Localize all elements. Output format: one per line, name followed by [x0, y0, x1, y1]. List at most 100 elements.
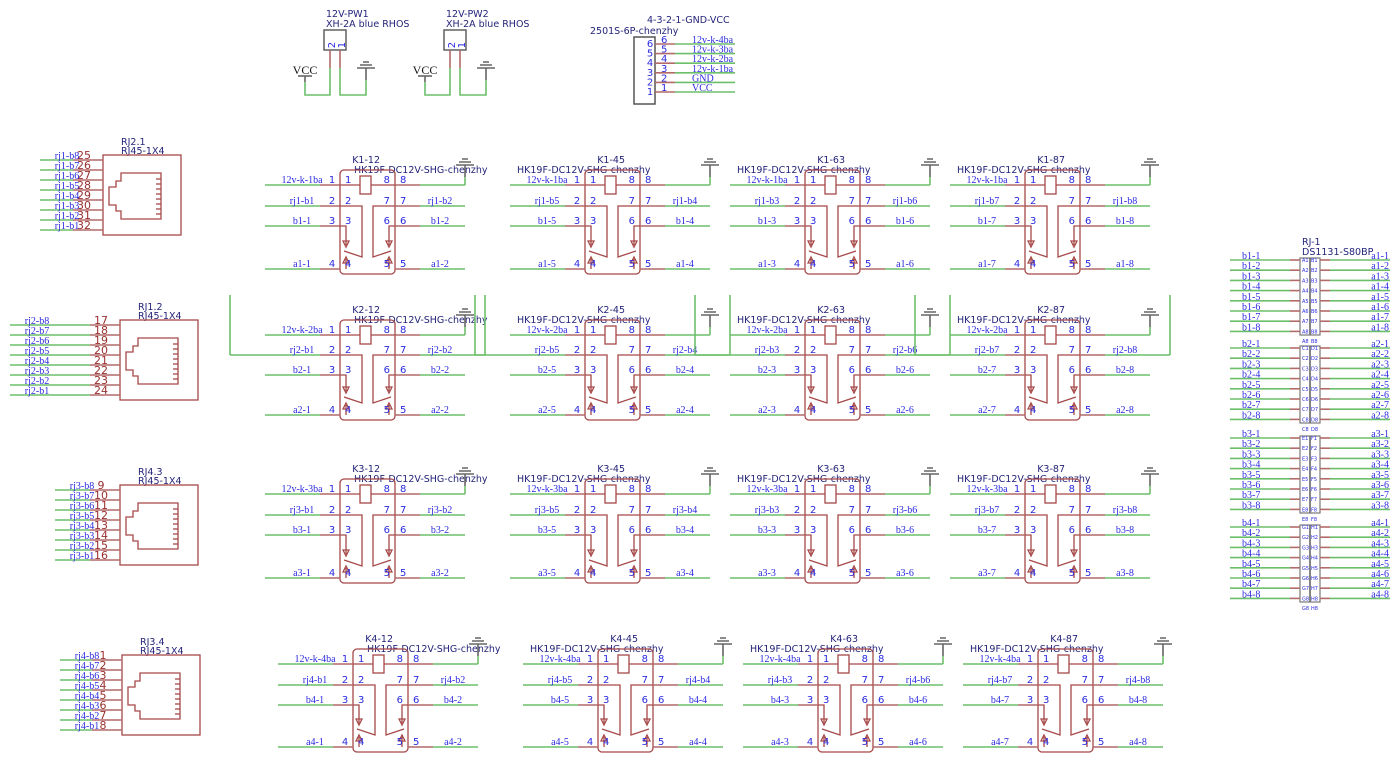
pin-number: E4	[1302, 467, 1308, 473]
contact-arrow-icon	[642, 733, 652, 742]
switch-arm	[837, 514, 860, 567]
contact-arrow-icon	[642, 718, 652, 727]
net-label: a1-1	[293, 259, 311, 270]
pin-number: 5	[1069, 405, 1075, 416]
switch-arm	[372, 514, 395, 567]
relay-part: HK19F-DC12V-SHG-chenzhy	[737, 474, 871, 485]
net-label: rj4-b8	[75, 651, 99, 662]
pin-number: 4	[810, 568, 816, 579]
net-label: 12v-k-4ba	[759, 654, 801, 665]
net-label: 12v-k-3ba	[692, 45, 734, 56]
pin-number: 7	[1069, 505, 1075, 516]
pin-number: 5	[661, 45, 667, 56]
net-label: a3-5	[1371, 470, 1389, 481]
pin-number: 1	[1030, 484, 1036, 495]
pin-number: 5	[645, 568, 651, 579]
relay-part: HK19F-DC12V-SHG-chenzhy	[957, 474, 1091, 485]
pin-number: A5	[1302, 299, 1309, 305]
net-label: rj4-b4	[75, 691, 99, 702]
pin-number: 1	[345, 325, 351, 336]
net-label: rj3-b3	[70, 531, 94, 542]
pin-number: 5	[647, 49, 653, 60]
pin-number: 2	[345, 345, 351, 356]
net-label: 12v-k-1ba	[281, 175, 323, 186]
relay-ref: K2-45	[597, 305, 625, 316]
pin-number: 4	[661, 54, 667, 65]
pin-number: 5	[849, 568, 855, 579]
contact-arrow-icon	[397, 718, 407, 727]
ground-icon	[934, 637, 952, 656]
pin-number: 1	[329, 325, 335, 336]
connector-part: XH-2A blue RHOS	[326, 19, 409, 30]
net-label: a1-8	[1116, 259, 1134, 270]
pin-number: F1	[1311, 436, 1317, 442]
switch-arm	[805, 354, 828, 404]
net-label: a3-1	[1371, 429, 1389, 440]
contact-arrow-icon	[806, 240, 816, 249]
pin-number: 3	[345, 365, 351, 376]
contact-arrow-icon	[384, 549, 394, 558]
nc-contact	[585, 225, 592, 245]
nc-contact	[585, 534, 592, 554]
net-label: b4-3	[1242, 538, 1260, 549]
net-label: b2-4	[676, 365, 694, 376]
ground-bars	[1141, 308, 1159, 316]
pin-number: 7	[645, 505, 651, 516]
rj45-RJ4.3: RJ4.3RJ45-1X49rj3-b810rj3-b711rj3-b612rj…	[55, 467, 199, 566]
net-label: b3-2	[431, 525, 449, 536]
pin-number: 2	[447, 42, 458, 48]
rj45-jack-icon	[125, 502, 179, 550]
pin-number: 1	[345, 484, 351, 495]
contact-arrow-icon	[849, 255, 859, 264]
pin-number: 4	[810, 259, 816, 270]
nc-contact	[805, 225, 812, 245]
relay-coil	[837, 654, 850, 674]
pin-number: 1	[358, 654, 364, 665]
pin-number: 4	[1030, 405, 1036, 416]
net-label: a2-3	[1371, 359, 1389, 370]
pin-number: G8	[1302, 606, 1309, 612]
pin-number: 6	[397, 695, 403, 706]
net-label: a2-6	[1371, 390, 1389, 401]
ground-icon	[1141, 308, 1159, 327]
net-label: a4-3	[1371, 538, 1389, 549]
ground-icon	[701, 308, 719, 327]
net-label: a3-6	[896, 568, 914, 579]
net-label: 12v-k-3ba	[281, 484, 323, 495]
pin-number: 7	[384, 345, 390, 356]
rj45-part: RJ45-1X4	[140, 646, 184, 657]
pin-number: 6	[400, 365, 406, 376]
pin-number: 1	[100, 649, 107, 662]
pin-number: 22	[94, 364, 108, 377]
pin-number: 25	[77, 149, 91, 162]
ground-bars	[921, 467, 939, 475]
switch-arm	[1025, 205, 1048, 258]
net-label: b1-8	[1116, 216, 1134, 227]
net-label: 12v-k-1ba	[692, 64, 734, 75]
pin-number: 5	[865, 259, 871, 270]
net-label: rj4-b6	[906, 675, 930, 686]
pin-number: D7	[1311, 407, 1318, 413]
pin-number: 7	[849, 345, 855, 356]
rj45-body	[102, 154, 182, 236]
nc-contact	[633, 534, 640, 554]
net-label: rj1-b2	[55, 211, 79, 222]
pin-number: 6	[100, 699, 107, 712]
switch-arm	[617, 354, 640, 404]
pin-number: 4	[345, 568, 351, 579]
pin-number: 2	[661, 73, 667, 84]
pin-number: G6	[1302, 576, 1309, 582]
pin-number: 7	[629, 345, 635, 356]
relay-part: HK19F-DC12V-SHG-chenzhy	[354, 474, 488, 485]
ground-bars	[701, 467, 719, 475]
pin-number: 4	[590, 259, 596, 270]
net-label: b1-1	[293, 216, 311, 227]
pin-number: 8	[849, 484, 855, 495]
pin-number: 7	[645, 345, 651, 356]
pin-number: 6	[1069, 525, 1075, 536]
pin-number: 3	[794, 365, 800, 376]
pin-number: 8	[400, 484, 406, 495]
switch-arm	[598, 684, 621, 736]
